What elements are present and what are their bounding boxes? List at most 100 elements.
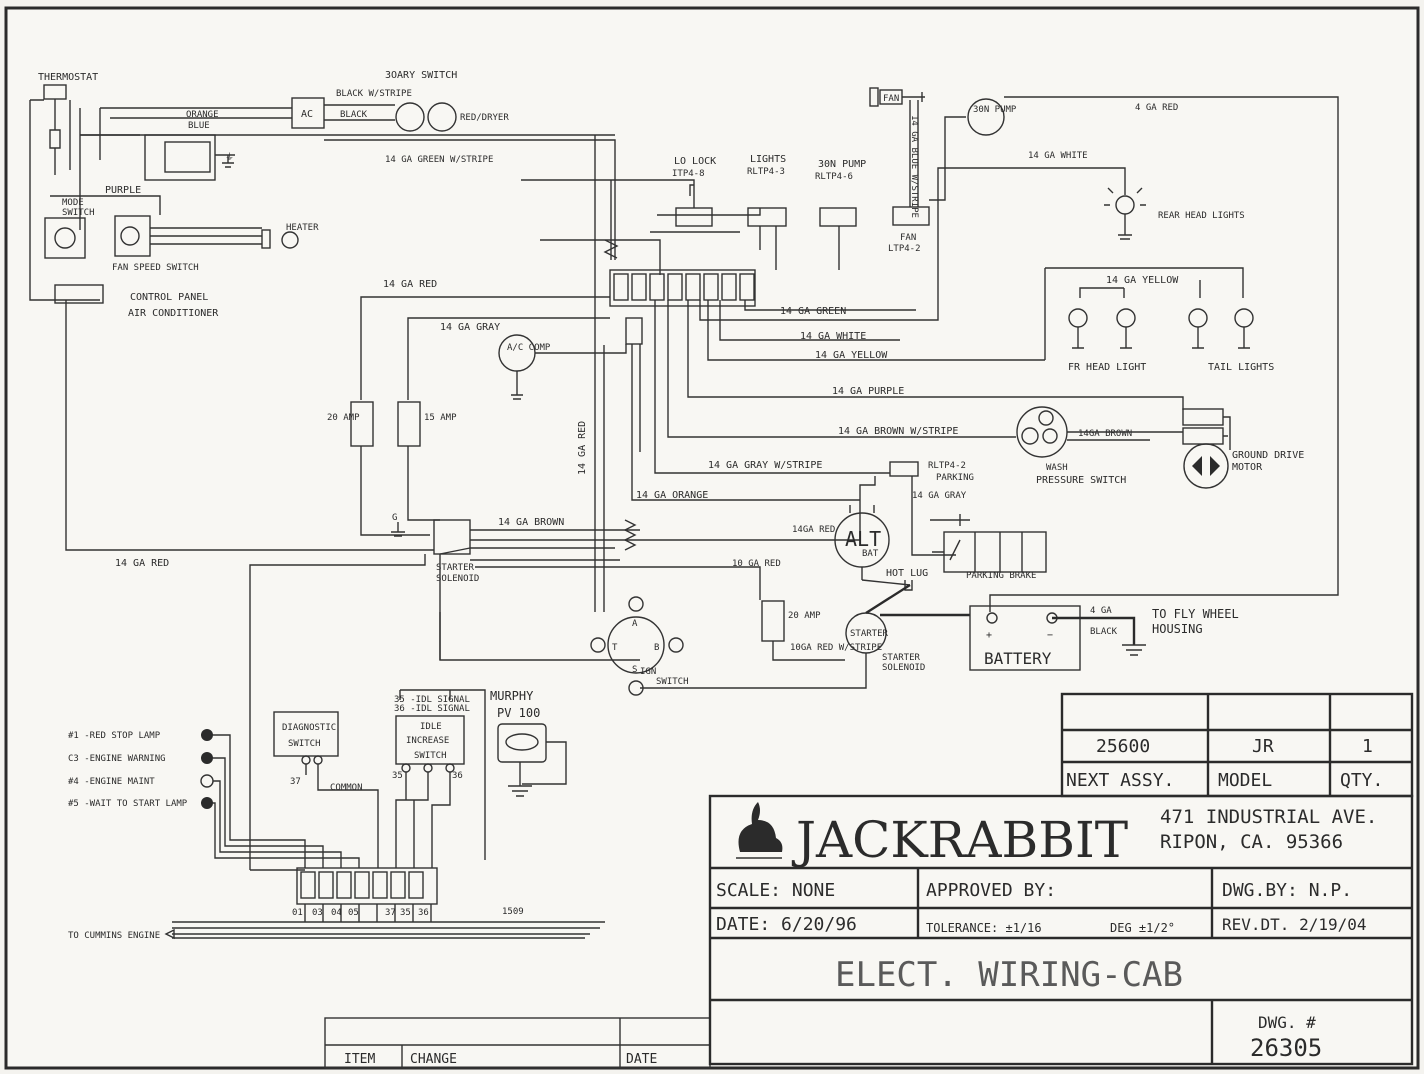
fuse-block-group: LO LOCK ITP4-8 LIGHTS RLTP4-3 30N PUMP R… xyxy=(521,87,1339,612)
ign-terminal-b: B xyxy=(654,643,659,653)
fan-wire-label: 14 GA BLUE W/STRIPE xyxy=(909,115,919,218)
idle-label-2: INCREASE xyxy=(406,736,449,746)
black-4ga-label-2: BLACK xyxy=(1090,627,1118,637)
svg-text:+: + xyxy=(986,630,992,641)
lo-lock-label: LO LOCK xyxy=(674,156,716,167)
lamp4-icon xyxy=(201,797,213,809)
idle-label-1: IDLE xyxy=(420,722,442,732)
company-address-2: RIPON, CA. 95366 xyxy=(1160,831,1343,853)
connector-pin-1: 01 xyxy=(292,908,303,918)
company-name: JACKRABBIT xyxy=(791,811,1128,869)
qty-value: 1 xyxy=(1362,736,1373,757)
dwg-by-field: DWG.BY: N.P. xyxy=(1222,880,1352,901)
black-wstripe-label: BLACK W/STRIPE xyxy=(336,89,412,99)
amp20-label: 20 AMP xyxy=(327,413,360,423)
mode-switch-label-2: SWITCH xyxy=(62,208,95,218)
parking-id: RLTP4-2 xyxy=(928,461,966,471)
starter-solenoid-label-2: SOLENOID xyxy=(436,574,479,584)
connector-pin-6: 35 xyxy=(400,908,411,918)
amp20-b-label: 20 AMP xyxy=(788,611,821,621)
lamp4-label: #5 -WAIT TO START LAMP xyxy=(68,799,188,809)
g-label: G xyxy=(392,513,397,523)
ign-switch-label-1: IGN xyxy=(640,667,656,677)
red-dryer-label: RED/DRYER xyxy=(460,113,509,123)
dwg-number-label: DWG. # xyxy=(1258,1013,1316,1032)
next-assy-label: NEXT ASSY. xyxy=(1066,770,1174,791)
starter-solenoid-label-1: STARTER xyxy=(436,563,475,573)
ground-drive-motor-label-2: MOTOR xyxy=(1232,462,1263,473)
fly-wheel-label-1: TO FLY WHEEL xyxy=(1152,607,1239,621)
starter-solenoid-b-label-1: STARTER xyxy=(882,653,921,663)
dryer-switch-label: 3OARY SWITCH xyxy=(385,70,457,81)
red-10ga-label: 10 GA RED xyxy=(732,559,781,569)
parking-brake-label: PARKING BRAKE xyxy=(966,571,1036,581)
lamp3-label: #4 -ENGINE MAINT xyxy=(68,777,155,787)
murphy-label: MURPHY xyxy=(490,689,534,703)
control-panel-group: THERMOSTAT AC 3OARY SWITCH BLACK W/STRIP… xyxy=(29,70,616,319)
amp15-label: 15 AMP xyxy=(424,413,457,423)
lamp1-label: #1 -RED STOP LAMP xyxy=(68,731,161,741)
thermostat-label: THERMOSTAT xyxy=(38,72,98,83)
tolerance-field: TOLERANCE: ±1/16 xyxy=(926,921,1042,935)
drawing-title: ELECT. WIRING-CAB xyxy=(835,955,1183,995)
ac-label: AC xyxy=(301,109,313,120)
green-wstripe-label: 14 GA GREEN W/STRIPE xyxy=(385,155,493,165)
black-label: BLACK xyxy=(340,110,368,120)
orange-label: ORANGE xyxy=(186,110,219,120)
ign-switch-label-2: SWITCH xyxy=(656,677,689,687)
svg-text:−: − xyxy=(1047,630,1053,641)
lights-id: RLTP4-3 xyxy=(747,167,785,177)
connector-pin-2: 03 xyxy=(312,908,323,918)
rev-change-header: CHANGE xyxy=(410,1052,457,1067)
idle-hdr-2: 36 -IDL SIGNAL xyxy=(394,704,470,714)
wash-pressure-switch-label: PRESSURE SWITCH xyxy=(1036,475,1126,486)
gray-14ga-b-label: 14 GA GRAY xyxy=(912,491,967,501)
dwg-number: 26305 xyxy=(1250,1034,1322,1062)
battery-icon xyxy=(969,605,1081,671)
lights-relay xyxy=(747,207,787,227)
yellow-14ga-b-label: 14 GA YELLOW xyxy=(815,350,888,361)
fan-id: LTP4-2 xyxy=(888,244,921,254)
revision-block: ITEM CHANGE DATE xyxy=(324,1017,711,1069)
brown-14ga-label: 14 GA BROWN xyxy=(498,517,564,528)
pump-motor-label: 30N PUMP xyxy=(973,105,1017,115)
red-14ga-alt-label: 14GA RED xyxy=(792,525,835,535)
svg-text:FAN: FAN xyxy=(883,94,899,104)
fan-speed-switch-label: FAN SPEED SWITCH xyxy=(112,263,199,273)
diag-label-2: SWITCH xyxy=(288,739,321,749)
ign-switch-icon[interactable] xyxy=(607,616,665,674)
mode-switch-label-1: MODE xyxy=(62,198,84,208)
ign-terminal-s: S xyxy=(632,665,637,675)
title-block: 25600 JR 1 NEXT ASSY. MODEL QTY. JACKRAB… xyxy=(708,692,1414,1066)
model-value: JR xyxy=(1252,736,1274,757)
red-vertical-label: 14 GA RED xyxy=(577,421,588,475)
engine-connector xyxy=(296,867,438,905)
fan-relay xyxy=(892,206,930,226)
next-assy-value: 25600 xyxy=(1096,736,1150,757)
engine-interface-group: #1 -RED STOP LAMP C3 -ENGINE WARNING #4 … xyxy=(68,612,605,941)
diag-label-1: DIAGNOSTIC xyxy=(282,723,336,733)
n36-label: 36 xyxy=(452,771,463,781)
blue-label: BLUE xyxy=(188,121,210,131)
tail-light-icons xyxy=(1188,308,1254,349)
qty-label: QTY. xyxy=(1340,770,1383,791)
ign-switch-group: A T B S IGN SWITCH xyxy=(590,596,689,696)
red-14ga-label: 14 GA RED xyxy=(383,279,437,290)
starter-solenoid-icon xyxy=(433,519,471,555)
ground-drive-motor-label-1: GROUND DRIVE xyxy=(1232,450,1304,461)
to-cummins-label: TO CUMMINS ENGINE xyxy=(68,931,160,941)
black-4ga-label-1: 4 GA xyxy=(1090,606,1112,616)
n37-label: 37 xyxy=(290,777,301,787)
fuse-15amp xyxy=(397,401,421,447)
pump-motor-icon xyxy=(967,98,1005,136)
ac-comp-label: A/C COMP xyxy=(507,343,551,353)
white-14ga-label: 14 GA WHITE xyxy=(1028,151,1088,161)
purple-14ga-label: 14 GA PURPLE xyxy=(832,386,904,397)
front-head-light-icons xyxy=(1068,308,1136,349)
fuse-holder xyxy=(625,317,643,345)
lamp1-icon xyxy=(201,729,213,741)
mode-switch-icon[interactable] xyxy=(44,217,86,259)
green-14ga-label: 14 GA GREEN xyxy=(780,306,846,317)
middle-wiring: 14 GA RED 14 GA GRAY A/C COMP 14 GA GREE… xyxy=(327,135,1304,612)
